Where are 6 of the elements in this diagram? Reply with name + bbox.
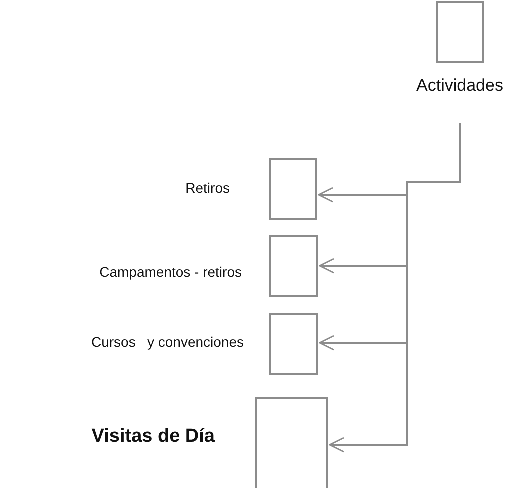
node-label: Cursos y convenciones [90,335,244,350]
node-label: Retiros [184,181,230,196]
node-label: Visitas de Día [90,427,215,448]
node-label: Actividades [416,77,504,96]
arrow [329,123,461,453]
node-label: Campamentos - retiros [98,265,242,280]
